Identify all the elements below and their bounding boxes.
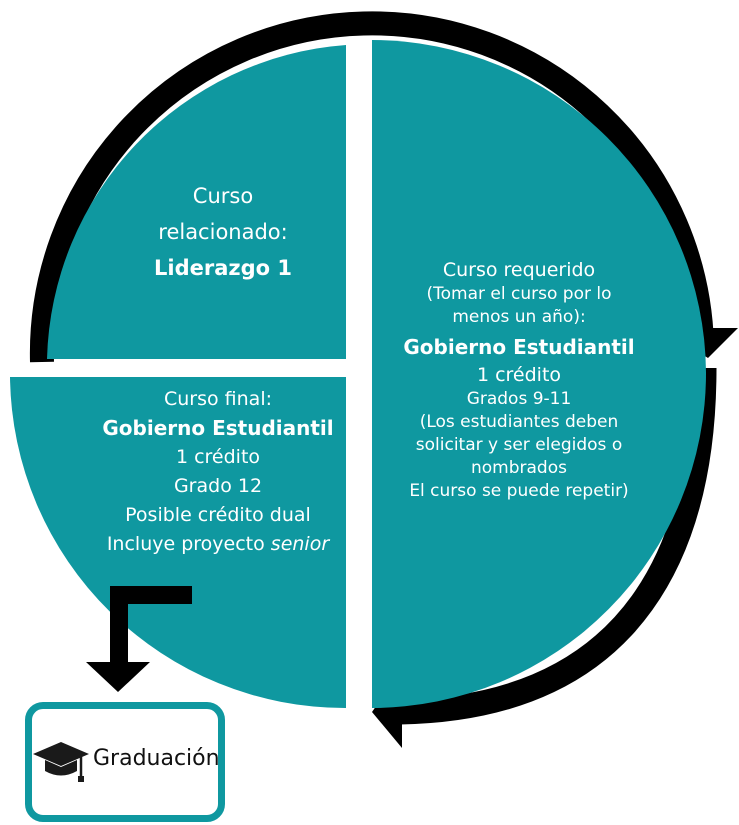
- required-course-grades: Grados 9-11: [466, 389, 572, 409]
- final-course-name: Gobierno Estudiantil: [102, 416, 334, 440]
- final-course-project-prefix: Incluye proyecto: [106, 533, 271, 555]
- graduation-box: [25, 702, 225, 822]
- required-course-title: Curso requerido: [442, 259, 596, 281]
- required-course-line3: menos un año):: [452, 307, 586, 327]
- final-course-project-senior: senior: [270, 533, 330, 555]
- final-course-grade: Grado 12: [173, 475, 263, 497]
- quadrant-final-course: [10, 377, 346, 709]
- final-course-label: Curso final: Gobierno Estudiantil 1 créd…: [70, 385, 366, 559]
- required-course-credit: 1 crédito: [476, 364, 562, 386]
- cycle-arrow-bottom: [399, 367, 717, 725]
- required-course-name: Gobierno Estudiantil: [403, 335, 635, 359]
- final-course-credit: 1 crédito: [175, 446, 261, 468]
- related-course-line2: relacionado:: [158, 220, 288, 244]
- related-course-name: Liderazgo 1: [154, 256, 292, 280]
- required-course-line2: (Tomar el curso por lo: [426, 284, 612, 304]
- required-course-note3: nombrados: [471, 458, 567, 478]
- related-course-line1: Curso: [192, 184, 254, 208]
- quadrant-required-course-shape: [372, 40, 707, 708]
- required-course-note1: (Los estudiantes deben: [419, 412, 619, 432]
- required-course-note2: solicitar y ser elegidos o: [415, 435, 623, 455]
- quadrant-related-course: [47, 45, 346, 359]
- final-course-project: Incluye proyecto senior: [70, 530, 366, 559]
- graduation-cap-icon: [33, 742, 89, 782]
- final-course-dual-credit: Posible crédito dual: [125, 504, 311, 526]
- required-course-label: Curso requerido (Tomar el curso por lo m…: [385, 258, 653, 503]
- graduation-label: Graduación: [93, 746, 220, 771]
- related-course-label: Curso relacionado: Liderazgo 1: [95, 178, 351, 286]
- required-course-note4: El curso se puede repetir): [409, 481, 629, 501]
- final-course-title: Curso final:: [163, 388, 273, 410]
- graduation-arrow: [86, 586, 192, 692]
- cycle-arrow-top: [29, 11, 714, 363]
